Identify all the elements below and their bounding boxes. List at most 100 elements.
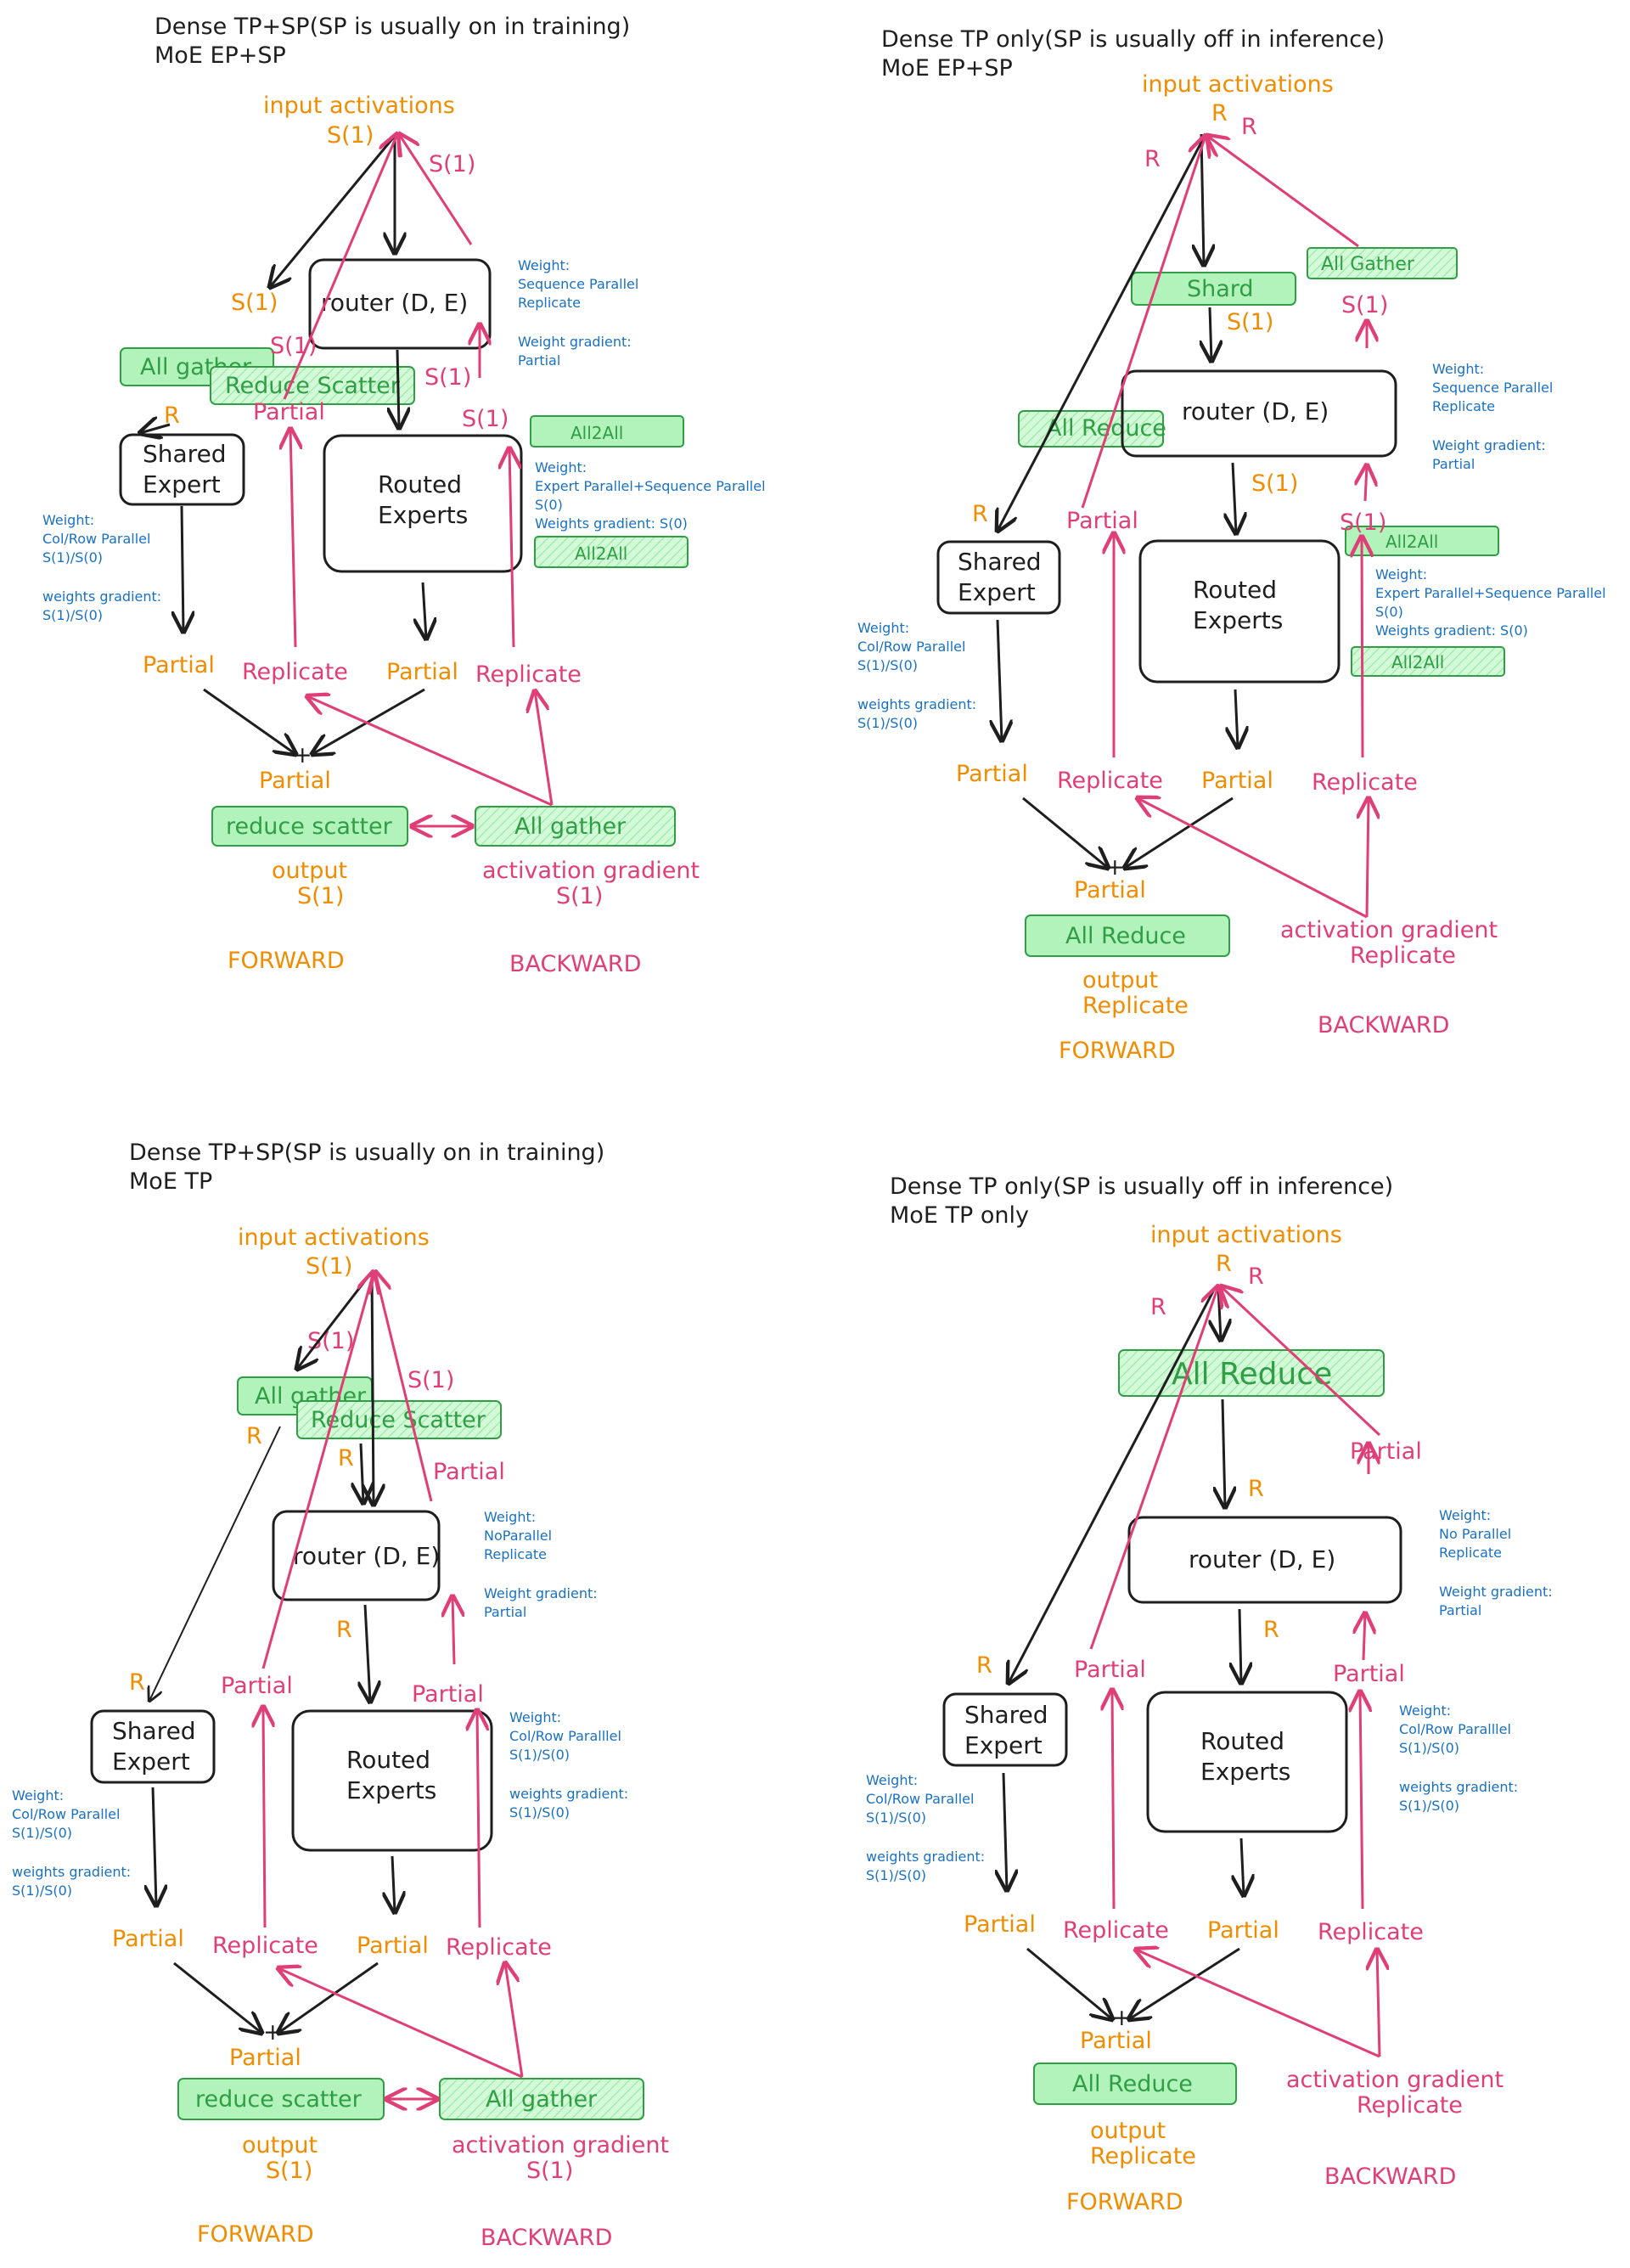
output-spec: Replicate [1082,993,1189,1019]
collective-label: All Reduce [1072,2071,1193,2097]
note-line: Col/Row Parallel [866,1791,974,1807]
note-line: Weight: [518,257,570,273]
output-label: output [272,858,347,884]
collective-box [177,2078,385,2120]
spec-label: S(1) [462,406,509,432]
forward-label: FORWARD [1059,1038,1176,1064]
note-line: S(1)/S(0) [509,1804,570,1821]
note-line: S(1)/S(0) [857,657,918,673]
shared-expert-box [942,1692,1068,1767]
title-line1: Dense TP only(SP is usually off in infer… [890,1173,1393,1200]
title-line1: Dense TP+SP(SP is usually on in training… [155,14,630,40]
note-line: Expert Parallel+Sequence Parallel [1375,585,1606,601]
routed-experts-line1: Routed [1200,1727,1284,1755]
note-line: Weight: [484,1509,536,1525]
note-line: Partial [484,1604,526,1620]
input-spec: R [1216,1251,1232,1277]
note-line: Weight gradient: [1439,1584,1553,1600]
shared-weight-note: Weight: Col/Row Parallel S(1)/S(0) weigh… [857,620,976,731]
routed-experts-box [1146,1691,1348,1833]
shared-expert-line1: Shared [958,548,1042,576]
backward-label: BACKWARD [1324,2164,1456,2190]
output-spec: S(1) [266,2158,312,2184]
activation-gradient-spec: S(1) [556,883,603,909]
replicate-label: Replicate [1063,1917,1169,1944]
shared-expert-box [119,433,245,506]
routed-experts-line2: Experts [346,1776,436,1804]
activation-gradient-spec: Replicate [1350,943,1456,969]
spec-label: R [1150,1294,1166,1320]
spec-label: Partial [1066,508,1138,534]
spec-label: S(1) [270,333,317,359]
note-line: Col/Row Paralllel [1399,1721,1511,1737]
shared-expert-line2: Expert [958,578,1036,606]
forward-label: FORWARD [1066,2189,1183,2215]
replicate-label: Replicate [212,1933,318,1959]
collective-box [296,1400,502,1439]
note-line: Replicate [1432,398,1495,414]
spec-label: Partial [412,1681,484,1708]
shared-weight-note: Weight: Col/Row Parallel S(1)/S(0) weigh… [42,512,161,623]
router-box [272,1510,441,1601]
shared-expert-line2: Expert [964,1731,1043,1759]
forward-arrow [149,1426,281,1701]
routed-weight-note: Weight: Col/Row Paralllel S(1)/S(0) weig… [1399,1702,1518,1814]
note-line: S(1)/S(0) [866,1867,926,1883]
note-line: Partial [1439,1602,1481,1618]
collective-box [1033,2063,1237,2105]
collective-box [534,536,689,568]
note-line: Weight: [1432,361,1484,377]
partial-label: Partial [1207,1917,1279,1944]
panel-bl: Dense TP+SP(SP is usually on in training… [12,1140,669,2251]
output-label: output [242,2132,318,2158]
routed-experts-line1: Routed [378,470,462,498]
note-line: Weight: [12,1787,64,1804]
output-label: output [1090,2118,1166,2144]
collective-label: All Gather [1321,254,1415,275]
collective-box [439,2078,644,2120]
activation-gradient-label: activation gradient [452,2132,669,2158]
note-line: weights gradient: [857,696,976,712]
collective-box [475,806,676,847]
routed-experts-line2: Experts [1193,606,1283,634]
input-spec: S(1) [327,122,374,149]
spec-label: S(1) [231,290,278,316]
routed-experts-box [1138,539,1341,684]
note-line: weights gradient: [1399,1779,1518,1795]
note-line: Sequence Parallel [1432,380,1553,396]
note-line: weights gradient: [12,1864,131,1880]
collective-label: All Reduce [1172,1357,1332,1392]
input-activations-label: input activations [1150,1222,1342,1248]
note-line: Sequence Parallel [518,276,638,292]
note-line: Expert Parallel+Sequence Parallel [535,478,766,494]
backward-arrows [263,1272,524,2099]
collective-box [1351,646,1505,677]
partial-label: Partial [964,1911,1036,1938]
spec-label: R [1248,1476,1264,1502]
spec-label: Partial [1333,1661,1405,1687]
panel-tr: Dense TP only(SP is usually off in infer… [857,26,1606,1064]
note-line: S(1)/S(0) [12,1825,72,1841]
spec-label: S(1) [1341,292,1388,318]
partial-sum-label: Partial [229,2045,301,2071]
spec-label: R [1263,1617,1279,1643]
router-weight-note: Weight: Sequence Parallel Replicate Weig… [518,257,638,369]
note-line: S(1)/S(0) [509,1747,570,1763]
backward-label: BACKWARD [509,951,641,977]
spec-label: Partial [253,399,325,425]
activation-gradient-spec: S(1) [526,2158,573,2184]
note-line: S(1)/S(0) [866,1809,926,1826]
partial-label: Partial [357,1933,429,1959]
spec-label: R [164,402,180,429]
note-line: Partial [518,352,560,369]
partial-label: Partial [956,761,1028,787]
note-line: Weight: [866,1772,918,1788]
note-line: S(1)/S(0) [1399,1740,1459,1756]
note-line: Weight: [42,512,94,528]
collective-label: Reduce Scatter [225,373,401,399]
note-line: Weight: [1399,1702,1451,1719]
note-line: Weight: [857,620,909,636]
note-line: Col/Row Parallel [42,531,150,547]
input-spec: S(1) [306,1253,352,1280]
note-line: Replicate [484,1546,547,1562]
